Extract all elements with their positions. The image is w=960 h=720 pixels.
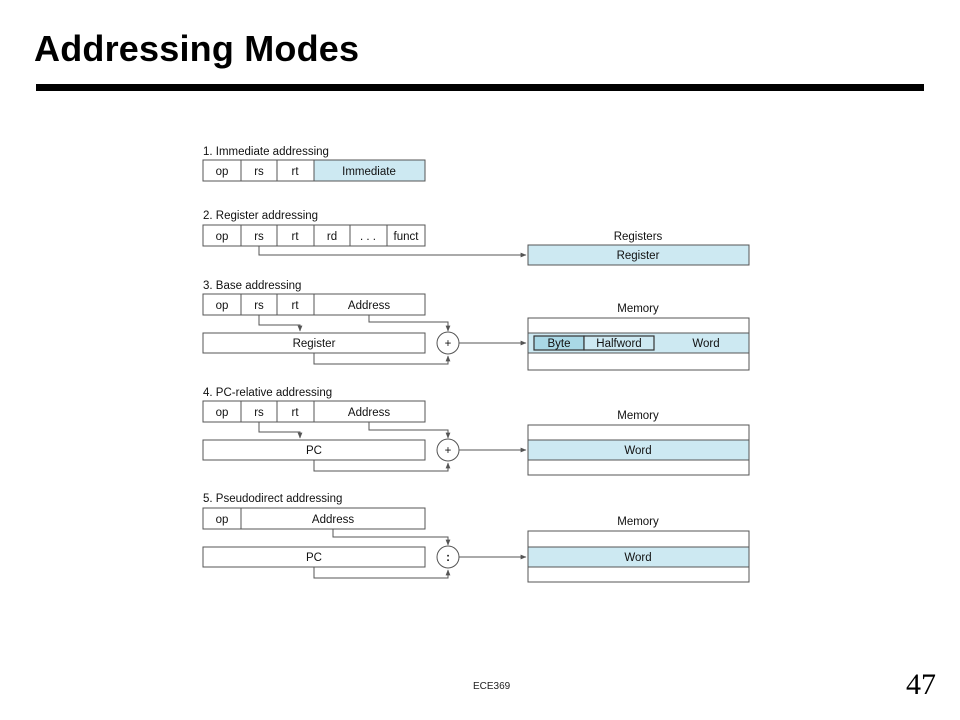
field-rt: rt: [291, 231, 299, 243]
pc-relative-heading: 4. PC-relative addressing: [203, 387, 332, 399]
field-op: op: [216, 231, 229, 243]
field-address: Address: [348, 407, 390, 419]
word-label: Word: [692, 338, 719, 350]
pc-label: PC: [306, 445, 322, 457]
pseudodirect-addressing: 5. Pseudodirect addressing op Address PC…: [202, 493, 750, 583]
base-operator: +: [445, 338, 452, 350]
base-heading: 3. Base addressing: [203, 280, 301, 292]
base-addressing: 3. Base addressing op rs rt Address Regi…: [202, 280, 750, 371]
base-memory-title: Memory: [617, 303, 659, 315]
pseudodirect-memory-title: Memory: [617, 516, 659, 528]
field-rs: rs: [254, 166, 264, 178]
halfword-label: Halfword: [596, 338, 641, 350]
field-rt: rt: [291, 407, 299, 419]
register-cell: [527, 244, 750, 266]
title-rule: [36, 84, 924, 91]
field-rs: rs: [254, 407, 264, 419]
immediate-heading: 1. Immediate addressing: [203, 146, 329, 158]
field-rd: rd: [327, 231, 337, 243]
field-op: op: [216, 300, 229, 312]
field-rt: rt: [291, 166, 299, 178]
field-funct: funct: [394, 231, 420, 243]
immediate-field-highlight: [313, 159, 426, 182]
word-label: Word: [624, 552, 651, 564]
register-cell-label: Register: [617, 250, 660, 262]
page-number: 47: [906, 668, 936, 701]
field-ellipsis: . . .: [360, 231, 376, 243]
field-rt: rt: [291, 300, 299, 312]
field-rs: rs: [254, 300, 264, 312]
field-op: op: [216, 166, 229, 178]
immediate-addressing: 1. Immediate addressing op rs rt Immedia…: [202, 146, 426, 182]
registers-title: Registers: [614, 231, 663, 243]
halfword-cell: [583, 335, 655, 351]
register-heading: 2. Register addressing: [203, 210, 318, 222]
base-register-label: Register: [293, 338, 336, 350]
field-op: op: [216, 407, 229, 419]
field-address: Address: [348, 300, 390, 312]
byte-label: Byte: [547, 338, 570, 350]
pc-label: PC: [306, 552, 322, 564]
footer-course: ECE369: [473, 681, 511, 692]
pseudodirect-operator: :: [446, 552, 450, 564]
pc-relative-operator: +: [445, 445, 452, 457]
field-immediate: Immediate: [342, 166, 396, 178]
field-op: op: [216, 514, 229, 526]
register-addressing: 2. Register addressing op rs rt rd . . .…: [202, 210, 750, 266]
field-address: Address: [312, 514, 354, 526]
pseudodirect-heading: 5. Pseudodirect addressing: [203, 493, 342, 505]
pc-relative-addressing: 4. PC-relative addressing op rs rt Addre…: [202, 387, 750, 476]
pc-relative-memory-title: Memory: [617, 410, 659, 422]
slide-title: Addressing Modes: [34, 28, 360, 69]
word-label: Word: [624, 445, 651, 457]
register-arrow: [258, 246, 527, 258]
field-rs: rs: [254, 231, 264, 243]
